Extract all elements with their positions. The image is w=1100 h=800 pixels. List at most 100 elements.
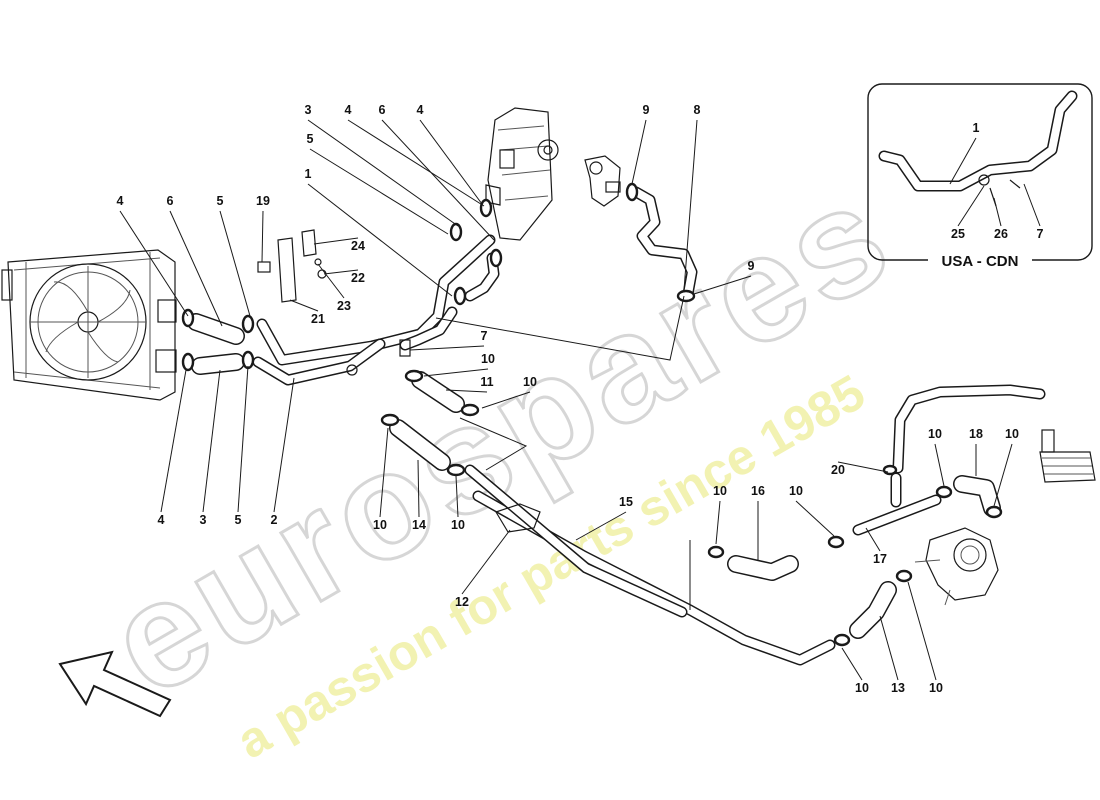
leader-line: [323, 269, 359, 275]
part-number-label: 10: [928, 427, 942, 441]
radiator-fan-assembly: [1, 249, 177, 401]
inset-title: USA - CDN: [942, 253, 1019, 270]
part-number-label: 10: [373, 518, 387, 532]
leader-line: [307, 119, 459, 227]
leader-line: [169, 210, 223, 327]
part-number-label: 22: [351, 271, 365, 285]
leader-line: [993, 443, 1013, 507]
part-number-label: 3: [200, 513, 207, 527]
leader-line: [119, 210, 189, 317]
leader-line: [455, 475, 459, 518]
fittings-and-brackets: [257, 174, 1021, 533]
coolant-valve: [584, 155, 621, 207]
part-number-label: 21: [311, 312, 325, 326]
leader-lines: [119, 119, 1041, 681]
part-number-label: 6: [379, 103, 386, 117]
part-number-label: 13: [891, 681, 905, 695]
part-number-label: 4: [158, 513, 165, 527]
leader-line: [309, 148, 449, 235]
part-number-label: 12: [455, 595, 469, 609]
part-number-label: 1: [973, 121, 980, 135]
watermark: eurospares a passion for parts since 198…: [81, 146, 920, 769]
leader-line: [313, 237, 359, 245]
part-number-label: 3: [305, 103, 312, 117]
part-number-label: 10: [929, 681, 943, 695]
leader-line: [347, 119, 485, 207]
part-number-label: 25: [951, 227, 965, 241]
leader-line: [307, 183, 453, 297]
leader-line: [631, 119, 647, 185]
leader-line: [481, 391, 531, 409]
leader-line: [202, 369, 221, 513]
pipe-runs: [252, 90, 1078, 666]
rubber-hoses: [187, 313, 1001, 639]
part-number-label: 24: [351, 239, 365, 253]
leader-line: [317, 263, 345, 299]
part-number-label: 10: [481, 352, 495, 366]
part-number-label: 4: [417, 103, 424, 117]
group-brackets: [435, 295, 691, 610]
leader-line: [879, 615, 899, 681]
part-number-label: 18: [969, 427, 983, 441]
leader-line: [237, 365, 249, 513]
leader-line: [289, 299, 319, 312]
leader-line: [445, 389, 488, 393]
leader-line: [795, 500, 835, 537]
leader-line: [419, 119, 483, 205]
leader-line: [841, 647, 863, 681]
part-number-label: 7: [1037, 227, 1044, 241]
part-number-label: 5: [217, 194, 224, 208]
part-number-label: 2: [271, 513, 278, 527]
part-number-label: 20: [831, 463, 845, 477]
part-number-label: 1: [305, 167, 312, 181]
part-number-label: 26: [994, 227, 1008, 241]
part-number-label: 9: [748, 259, 755, 273]
part-number-label: 5: [235, 513, 242, 527]
leader-line: [993, 197, 1002, 227]
oil-cooler: [1039, 429, 1096, 483]
leader-line: [423, 368, 489, 377]
part-number-label: 6: [167, 194, 174, 208]
leader-line: [417, 459, 420, 518]
leader-line: [379, 427, 389, 518]
part-number-label: 9: [643, 103, 650, 117]
leader-line: [381, 119, 495, 241]
part-number-label: 14: [412, 518, 426, 532]
part-number-label: 7: [481, 329, 488, 343]
part-number-label: 16: [751, 484, 765, 498]
leader-line: [461, 529, 511, 595]
part-number-label: 10: [789, 484, 803, 498]
leader-line: [683, 119, 698, 291]
leader-line: [715, 500, 721, 545]
part-number-label: 11: [480, 375, 493, 389]
leader-line: [693, 275, 752, 295]
leader-line: [261, 210, 264, 263]
leader-line: [837, 461, 889, 473]
part-number-label: 8: [694, 103, 701, 117]
leader-line: [865, 527, 881, 552]
part-number-label: 10: [523, 375, 537, 389]
water-pump-housing: [914, 527, 999, 606]
part-number-label: 5: [307, 132, 314, 146]
hose-clamps: [181, 182, 1003, 647]
usa-cdn-inset: USA - CDN: [867, 83, 1093, 270]
leader-line: [219, 210, 251, 317]
part-number-label: 17: [873, 552, 887, 566]
leader-line: [273, 377, 295, 513]
leader-line: [409, 345, 485, 351]
part-number-label: 10: [713, 484, 727, 498]
leader-line: [957, 185, 985, 227]
part-number-label: 10: [1005, 427, 1019, 441]
part-number-label: 4: [345, 103, 352, 117]
leader-line: [575, 511, 627, 541]
leader-line: [160, 369, 187, 513]
leader-line: [949, 137, 977, 185]
part-number-label: 19: [256, 194, 270, 208]
part-number-label: 4: [117, 194, 124, 208]
heater-core-unit: [485, 107, 559, 241]
part-number-label: 10: [451, 518, 465, 532]
direction-arrow-icon: [58, 650, 172, 718]
